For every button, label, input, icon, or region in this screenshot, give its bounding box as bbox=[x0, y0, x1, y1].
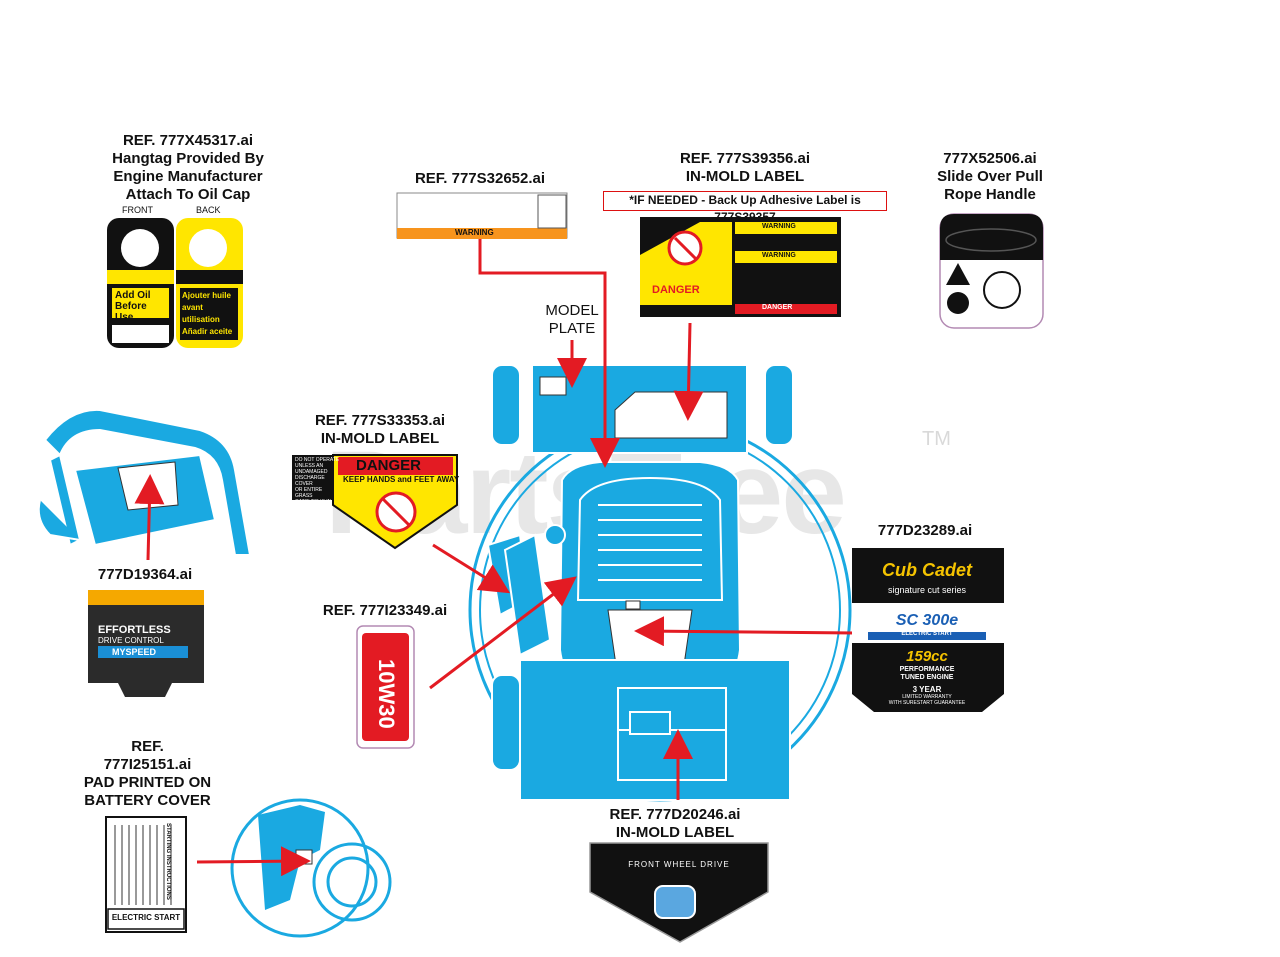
cubcadet-warranty-1: 3 YEAR bbox=[912, 685, 942, 694]
cubcadet-cc: 159cc bbox=[906, 648, 948, 665]
callout-arrows bbox=[134, 238, 856, 877]
cubcadet-perf-1: PERFORMANCE bbox=[899, 666, 955, 673]
effortless-line-1: EFFORTLESS bbox=[98, 624, 171, 636]
pull-rope-decal bbox=[939, 213, 1044, 329]
inmold-top-decal bbox=[640, 217, 841, 317]
inmold-left-danger: DANGER bbox=[356, 457, 422, 474]
cubcadet-start: ELECTRIC START bbox=[901, 631, 953, 637]
battery-instructions-decal bbox=[105, 816, 187, 933]
inmold-top-danger: DANGER bbox=[652, 284, 700, 296]
battery-title: STARTING INSTRUCTIONS bbox=[165, 823, 171, 900]
warning-caption: REF. 777S32652.ai bbox=[414, 170, 546, 187]
cubcadet-series: signature cut series bbox=[887, 585, 967, 595]
warning-decal bbox=[396, 192, 568, 239]
cubcadet-decal bbox=[852, 548, 1004, 712]
effortless-line-3: MYSPEED bbox=[112, 647, 157, 657]
inmold-left-caption: REF. 777S33353.ai IN-MOLD LABEL bbox=[314, 412, 446, 447]
inmold-left-decal bbox=[292, 454, 458, 550]
fwd-caption: REF. 777D20246.ai IN-MOLD LABEL bbox=[609, 806, 741, 841]
battery-footer: ELECTRIC START bbox=[111, 913, 181, 922]
oil-caption: REF. 777I23349.ai bbox=[322, 602, 448, 619]
cubcadet-caption: 777D23289.ai bbox=[877, 522, 973, 539]
trademark: TM bbox=[922, 428, 951, 450]
effortless-decal bbox=[88, 590, 204, 697]
inmold-top-caption: REF. 777S39356.ai IN-MOLD LABEL bbox=[679, 150, 811, 185]
cubcadet-warranty-2: LIMITED WARRANTY bbox=[902, 694, 952, 700]
inmold-top-warning-1: WARNING bbox=[762, 223, 796, 230]
hangtag-back-label: BACK bbox=[196, 205, 221, 215]
pull-rope-caption: 777X52506.ai Slide Over Pull Rope Handle bbox=[937, 150, 1043, 203]
fwd-decal bbox=[589, 842, 769, 943]
inmold-left-keep: KEEP HANDS and FEET AWAY bbox=[343, 475, 460, 484]
oil-text: 10W30 bbox=[374, 659, 399, 729]
inmold-top-danger-2: DANGER bbox=[762, 304, 793, 311]
warning-banner: WARNING bbox=[455, 228, 494, 237]
hangtag-caption: REF. 777X45317.ai Hangtag Provided By En… bbox=[112, 132, 264, 203]
hangtag-front-label: FRONT bbox=[122, 205, 153, 215]
handle-illustration bbox=[37, 408, 252, 556]
inmold-top-warning-2: WARNING bbox=[762, 252, 796, 259]
battery-caption: REF. 777I25151.ai PAD PRINTED ON BATTERY… bbox=[83, 738, 212, 809]
cubcadet-warranty-3: WITH SURESTART GUARANTEE bbox=[888, 700, 966, 706]
effortless-line-2: DRIVE CONTROL bbox=[98, 636, 164, 645]
fwd-text: FRONT WHEEL DRIVE bbox=[628, 860, 730, 869]
cubcadet-brand: Cub Cadet bbox=[882, 560, 972, 580]
oil-decal bbox=[356, 625, 415, 749]
backup-label-note: *IF NEEDED - Back Up Adhesive Label is 7… bbox=[603, 191, 887, 224]
hangtag-decal bbox=[107, 218, 243, 348]
cubcadet-perf-2: TUNED ENGINE bbox=[900, 674, 954, 681]
model-plate-caption: MODEL PLATE bbox=[545, 302, 599, 337]
mower-top-view bbox=[468, 364, 852, 802]
handle-caption: 777D19364.ai bbox=[97, 566, 193, 583]
cubcadet-model: SC 300e bbox=[895, 612, 959, 629]
battery-cover-illustration bbox=[230, 798, 392, 938]
